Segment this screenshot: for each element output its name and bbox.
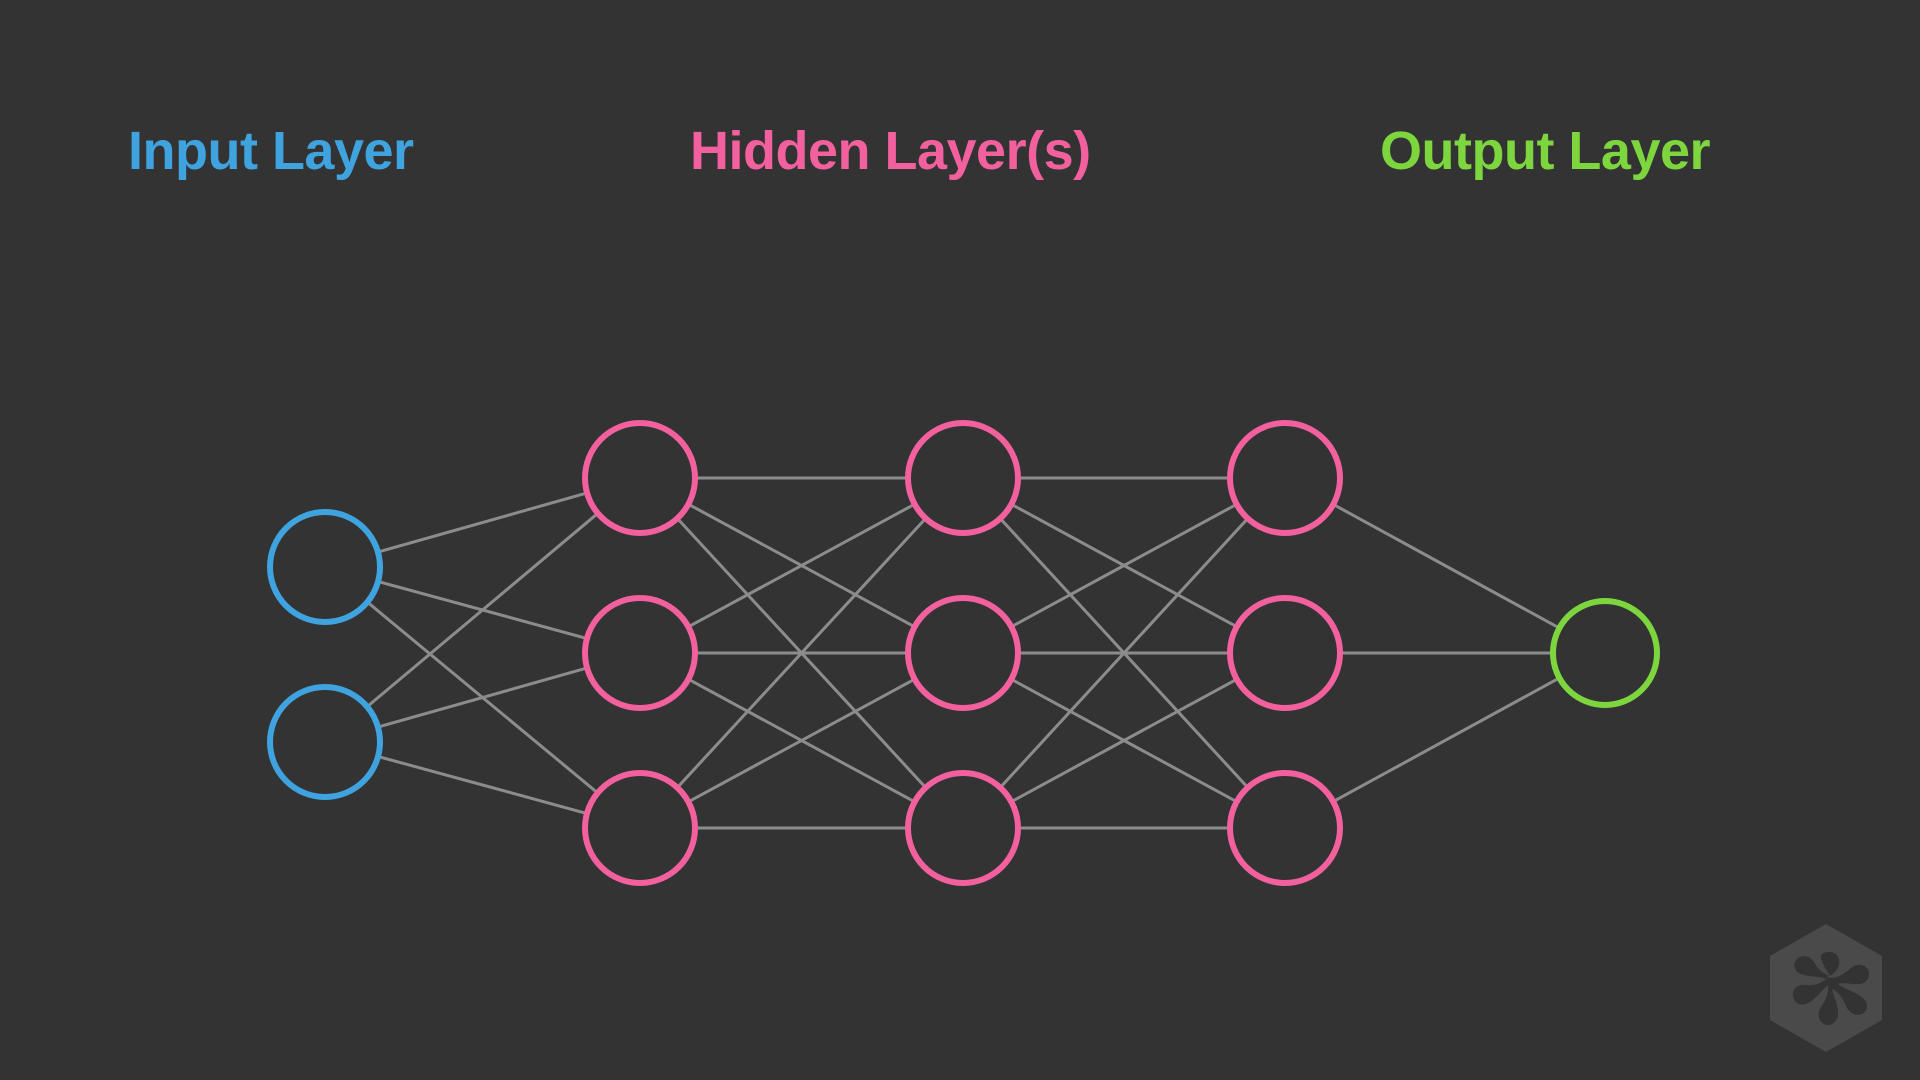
connection-line — [1009, 677, 1239, 804]
connection-edges — [365, 476, 1561, 830]
connection-line — [675, 516, 928, 790]
network-node-hidden — [582, 770, 698, 886]
hexagon-splat-logo-icon — [1770, 924, 1882, 1052]
connection-line — [1331, 502, 1561, 630]
connection-line — [376, 754, 589, 816]
network-node-hidden — [1227, 595, 1343, 711]
network-nodes — [267, 420, 1660, 886]
network-node-hidden — [1227, 770, 1343, 886]
connection-line — [686, 502, 917, 629]
connection-line — [376, 666, 589, 729]
connection-line — [1009, 502, 1239, 629]
network-node-input — [267, 684, 383, 800]
network-node-hidden — [905, 595, 1021, 711]
layer-label-output: Output Layer — [1380, 121, 1711, 181]
network-node-hidden — [905, 420, 1021, 536]
layer-label-hidden: Hidden Layer(s) — [690, 121, 1091, 181]
connection-line — [365, 511, 600, 709]
connection-line — [998, 516, 1250, 790]
connection-line — [376, 491, 589, 554]
network-node-hidden — [582, 420, 698, 536]
network-node-hidden — [905, 770, 1021, 886]
layer-label-input: Input Layer — [128, 121, 414, 181]
connection-line — [1331, 676, 1561, 804]
connection-line — [686, 677, 917, 804]
network-node-hidden — [582, 595, 698, 711]
network-node-output — [1550, 598, 1660, 708]
network-node-input — [267, 509, 383, 625]
network-node-hidden — [1227, 420, 1343, 536]
